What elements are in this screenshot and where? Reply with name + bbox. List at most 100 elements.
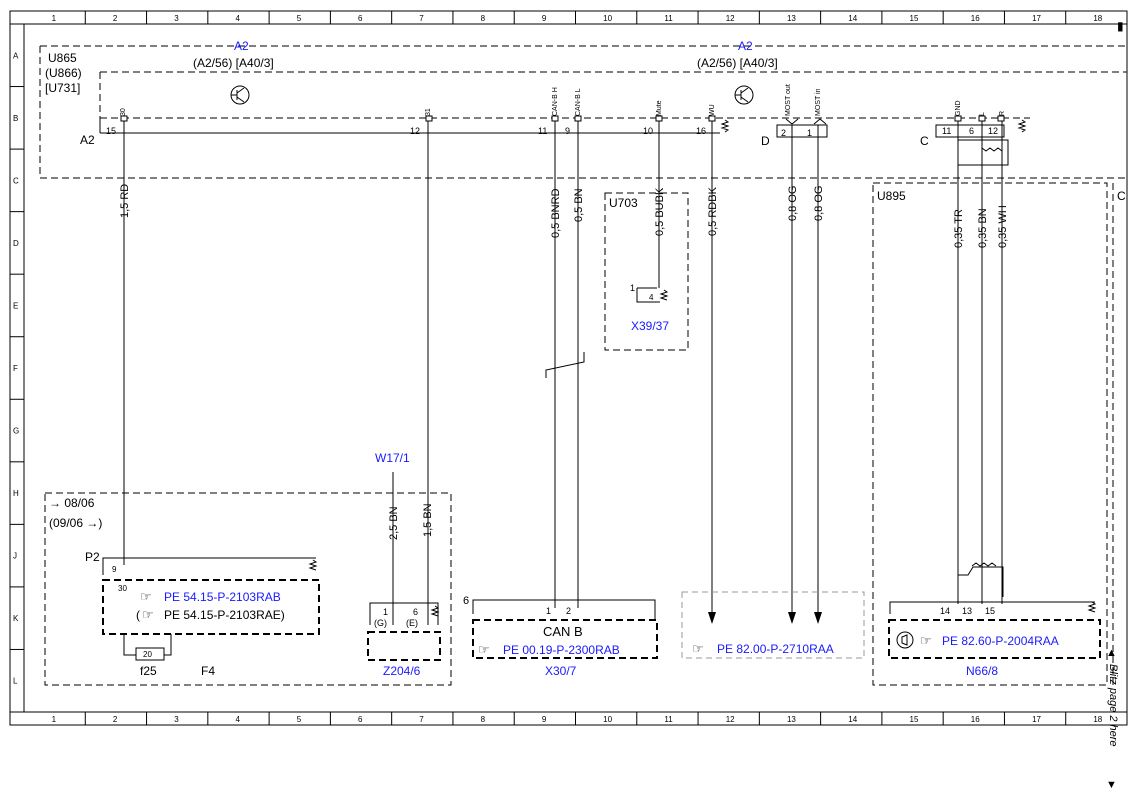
u895-pin-13: 13	[962, 606, 972, 616]
column-number: 1	[52, 14, 57, 23]
fuse-value: 20	[143, 650, 152, 659]
column-number: 15	[910, 14, 919, 23]
pin-number-d1: 1	[807, 128, 812, 138]
pin-label-mute: Mute	[656, 100, 663, 116]
f4-date-to: (09/06 →)	[49, 516, 102, 530]
column-number: 1	[52, 715, 57, 724]
f4-date-from: → 08/06	[49, 496, 95, 510]
column-number: 12	[726, 715, 735, 724]
pin-label-31: 31	[425, 108, 432, 116]
column-number: 2	[113, 715, 118, 724]
u895-label: U895	[877, 189, 906, 203]
column-number: 14	[848, 14, 857, 23]
a2-variants-left: (A2/56) [A40/3]	[193, 56, 274, 70]
wire-label-2-5-bn: 2,5 BN	[388, 506, 400, 540]
column-number: 13	[787, 14, 796, 23]
transistor-icon	[230, 85, 250, 105]
pin-number-c11: 11	[942, 126, 951, 136]
pin-label-most-in: MOST in	[815, 88, 822, 116]
twisted-pair-box	[957, 139, 1009, 166]
resistor-icon	[720, 119, 730, 133]
fuse-f25	[135, 647, 165, 661]
resistor-icon	[1087, 601, 1097, 613]
pin-label-l: L	[979, 112, 986, 116]
pin-number-c12: 12	[988, 126, 998, 136]
x39-37-link[interactable]: X39/37	[631, 319, 669, 333]
twisted-pair-icon	[971, 562, 997, 567]
arrow-icon	[708, 612, 822, 624]
column-number: 7	[419, 14, 424, 23]
pointing-hand-icon: ☞	[140, 589, 152, 604]
p2-pin-30: 30	[118, 584, 127, 593]
x30-7-wire-num: 6	[463, 595, 469, 607]
pin-label-gnd: GND	[955, 100, 962, 116]
f4-reference-link-1[interactable]: PE 54.15-P-2103RAB	[164, 590, 281, 604]
z204-6-link[interactable]: Z204/6	[383, 664, 421, 678]
n66-8-component-link[interactable]: N66/8	[966, 664, 998, 678]
wire-label-0-35-tr: 0,35 TR	[953, 209, 965, 248]
column-number: 16	[971, 715, 980, 724]
right-note-arrow-bottom: ▼	[1106, 779, 1117, 791]
x30-7-box	[472, 619, 658, 659]
column-number: 18	[1093, 14, 1102, 23]
resistor-icon	[308, 559, 318, 571]
f4-box	[44, 492, 452, 686]
row-letter: A	[13, 51, 19, 60]
column-number: 17	[1032, 14, 1041, 23]
n66-8-reference-link[interactable]: PE 82.60-P-2004RAA	[942, 634, 1059, 648]
row-letter: B	[13, 114, 18, 123]
row-letter: E	[13, 301, 18, 310]
f4-ref2-paren: (	[136, 608, 140, 622]
wire-label-1-5-rd: 1,5 RD	[119, 184, 131, 218]
pin-label-30: 30	[120, 108, 127, 116]
resistor-icon	[1017, 119, 1027, 133]
u895-pin-14: 14	[940, 606, 950, 616]
row-letter: D	[13, 239, 19, 248]
w17-1-link[interactable]: W17/1	[375, 451, 410, 465]
u703-pin-4: 4	[649, 293, 654, 302]
column-number: 9	[542, 715, 547, 724]
x30-7-component-link[interactable]: X30/7	[545, 664, 577, 678]
z204-pin-6-sub: (E)	[406, 618, 418, 628]
a2-ref-left[interactable]: A2	[234, 39, 249, 53]
n66-8-connector-top	[889, 601, 1095, 614]
x30-7-pin-1: 1	[546, 606, 551, 616]
pointing-hand-icon: ☞	[692, 641, 704, 656]
wire-label-0-5-rdbk: 0,5 RDBK	[707, 186, 719, 236]
twisted-pair-lower	[957, 566, 1004, 597]
resistor-icon	[659, 289, 669, 301]
column-number: 16	[971, 14, 980, 23]
x39-37-connector	[636, 287, 660, 303]
a2-ref-right[interactable]: A2	[738, 39, 753, 53]
column-number: 18	[1093, 715, 1102, 724]
z204-pin-1: 1	[383, 607, 388, 617]
z204-6-connector	[369, 602, 439, 625]
column-number: 5	[297, 14, 302, 23]
column-number: 15	[910, 715, 919, 724]
column-number: 10	[603, 715, 612, 724]
sheet-frame	[9, 10, 1128, 726]
column-number: 12	[726, 14, 735, 23]
most-reference-link[interactable]: PE 82.00-P-2710RAA	[717, 642, 834, 656]
pin-label-wu: WU	[709, 104, 716, 116]
connector-d-label: D	[761, 134, 770, 148]
row-letter: F	[13, 364, 18, 373]
column-number: 4	[235, 715, 240, 724]
connector-c-label: C	[920, 134, 929, 148]
z204-pin-1-sub: (G)	[374, 618, 387, 628]
resistor-icon	[430, 605, 440, 617]
a2-inner-border	[99, 71, 1127, 118]
a2-variants-right: (A2/56) [A40/3]	[697, 56, 778, 70]
pointing-hand-icon: ☞	[142, 607, 154, 622]
twisted-pair-icon	[981, 147, 1003, 152]
right-edge-letter: C	[1117, 189, 1126, 203]
column-number: 9	[542, 14, 547, 23]
column-number: 3	[174, 715, 179, 724]
column-number: 10	[603, 14, 612, 23]
x30-7-reference-link[interactable]: PE 00.19-P-2300RAB	[503, 643, 620, 657]
f4-component-label: F4	[201, 664, 215, 678]
column-number: 13	[787, 715, 796, 724]
u703-label: U703	[609, 196, 638, 210]
pin-number-12: 12	[410, 126, 420, 136]
